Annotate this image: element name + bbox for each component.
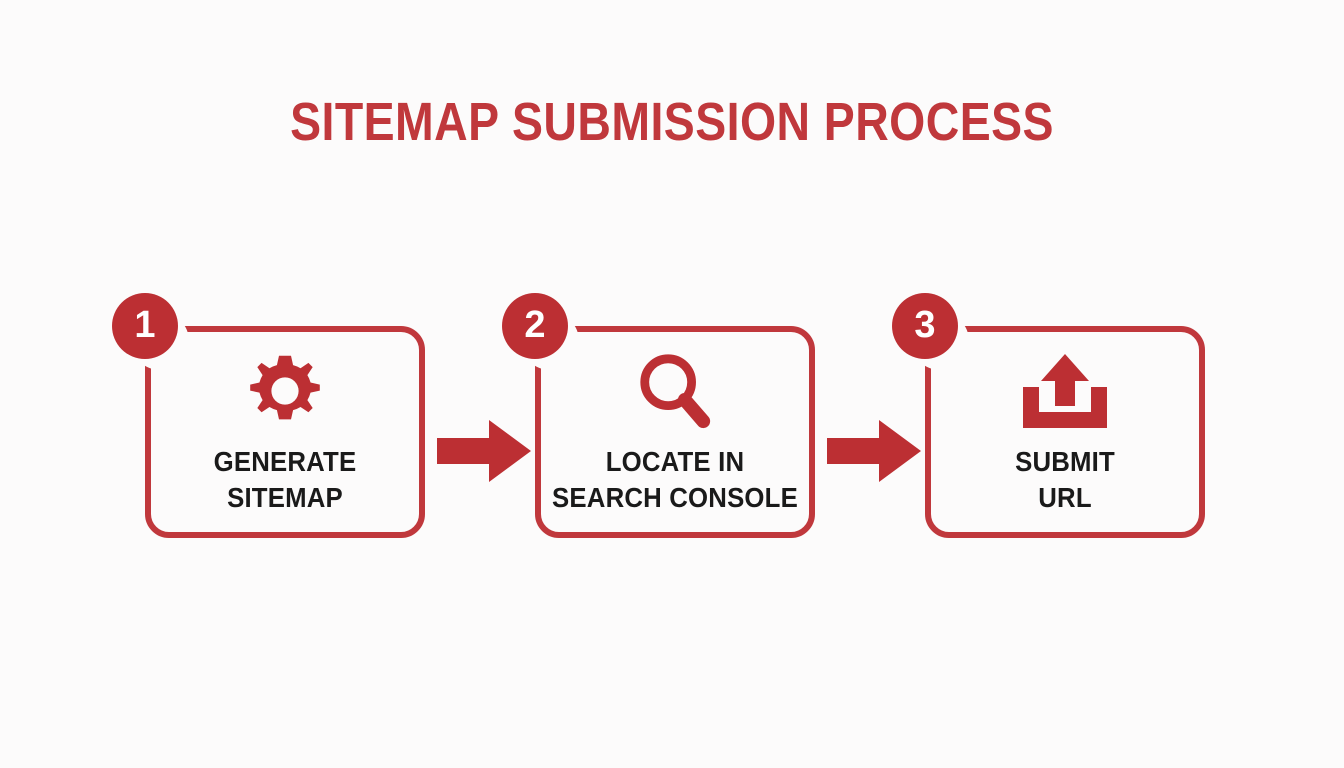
step-card-outline [145,326,425,538]
step-label-3: SUBMIT URL [1015,446,1115,513]
process-step-2[interactable]: 2 LOCATE IN SEARCH CONSOLE [502,293,815,538]
page-title: SITEMAP SUBMISSION PROCESS [290,92,1054,152]
step-card-outline [535,326,815,538]
step-number-badge-2: 2 [502,293,568,359]
process-step-1[interactable]: 1 GENERATE SITEMAP [112,293,425,538]
step-number-badge-1: 1 [112,293,178,359]
arrow-right-icon-1 [437,420,531,482]
step-label-1: GENERATE SITEMAP [213,446,357,513]
arrow-right-icon-2 [827,420,921,482]
upload-icon [925,348,1205,434]
process-step-3[interactable]: 3 SUBMIT URL [892,293,1205,538]
gear-icon [145,348,425,434]
process-flow: 1 GENERATE SITEMAP 2 LOCATE IN SEARCH CO… [112,293,1205,538]
step-number-badge-3: 3 [892,293,958,359]
step-card-outline [925,326,1205,538]
magnifier-icon [535,348,815,434]
step-label-2: LOCATE IN SEARCH CONSOLE [552,446,798,513]
